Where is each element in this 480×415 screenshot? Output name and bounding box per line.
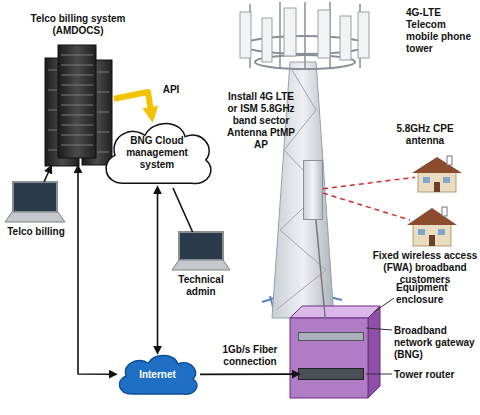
node-label: 4G-LTE Telecom mobile phone tower bbox=[406, 7, 476, 55]
laptop-icon bbox=[172, 232, 230, 270]
node-label: Install 4G LTE or ISM 5.8GHz band sector… bbox=[222, 91, 300, 151]
enclosure-node: Equipment enclosureBroadband network gat… bbox=[290, 318, 368, 398]
node-label: Broadband network gateway (BNG) bbox=[394, 325, 476, 361]
laptop-node: Technical admin bbox=[172, 232, 230, 270]
node-label: 5.8GHz CPE antenna bbox=[387, 123, 463, 147]
sector-antenna: Install 4G LTE or ISM 5.8GHz band sector… bbox=[303, 160, 323, 220]
connector bbox=[200, 373, 298, 375]
connector bbox=[173, 188, 193, 232]
house-icon bbox=[407, 207, 457, 246]
node-label: Fixed wireless access (FWA) broadband cu… bbox=[372, 250, 478, 286]
node-label: Technical admin bbox=[166, 274, 236, 298]
tower-node: 4G-LTE Telecom mobile phone tower bbox=[238, 2, 372, 75]
connector bbox=[157, 188, 159, 352]
connector bbox=[44, 167, 51, 182]
cloud-node: Internet bbox=[115, 352, 200, 397]
cloud-node: BNG Cloud management system bbox=[100, 118, 215, 188]
house-node: Fixed wireless access (FWA) broadband cu… bbox=[410, 208, 455, 246]
node-label: Tower router bbox=[394, 369, 474, 381]
cloud-shape bbox=[106, 123, 211, 183]
connector bbox=[78, 167, 115, 374]
connector bbox=[323, 177, 415, 189]
connector bbox=[323, 193, 410, 220]
house-icon bbox=[412, 156, 462, 192]
connector bbox=[316, 220, 325, 318]
server-racks bbox=[45, 45, 112, 166]
tower-structure bbox=[240, 2, 369, 318]
node-label: BNG Cloud management system bbox=[117, 135, 197, 171]
node-label: Telco billing bbox=[1, 226, 71, 238]
node-label: Internet bbox=[115, 369, 200, 381]
node-label: Equipment enclosure bbox=[396, 282, 466, 306]
leader-lines bbox=[366, 298, 394, 374]
router-device: Tower router bbox=[298, 368, 364, 380]
enclosure-box bbox=[290, 306, 380, 398]
house-node: 5.8GHz CPE antenna bbox=[415, 157, 460, 192]
gateway-device: Broadband network gateway (BNG) bbox=[298, 332, 364, 341]
laptop-node: Telco billing bbox=[5, 182, 65, 222]
connector-label: API bbox=[156, 84, 186, 96]
server-node: Telco billing system (AMDOCS) bbox=[42, 45, 114, 167]
laptop-icon bbox=[5, 182, 65, 222]
connector bbox=[114, 92, 152, 118]
connector-label: 1Gb/s Fiber connection bbox=[205, 344, 295, 368]
node-label: Telco billing system (AMDOCS) bbox=[16, 13, 140, 37]
